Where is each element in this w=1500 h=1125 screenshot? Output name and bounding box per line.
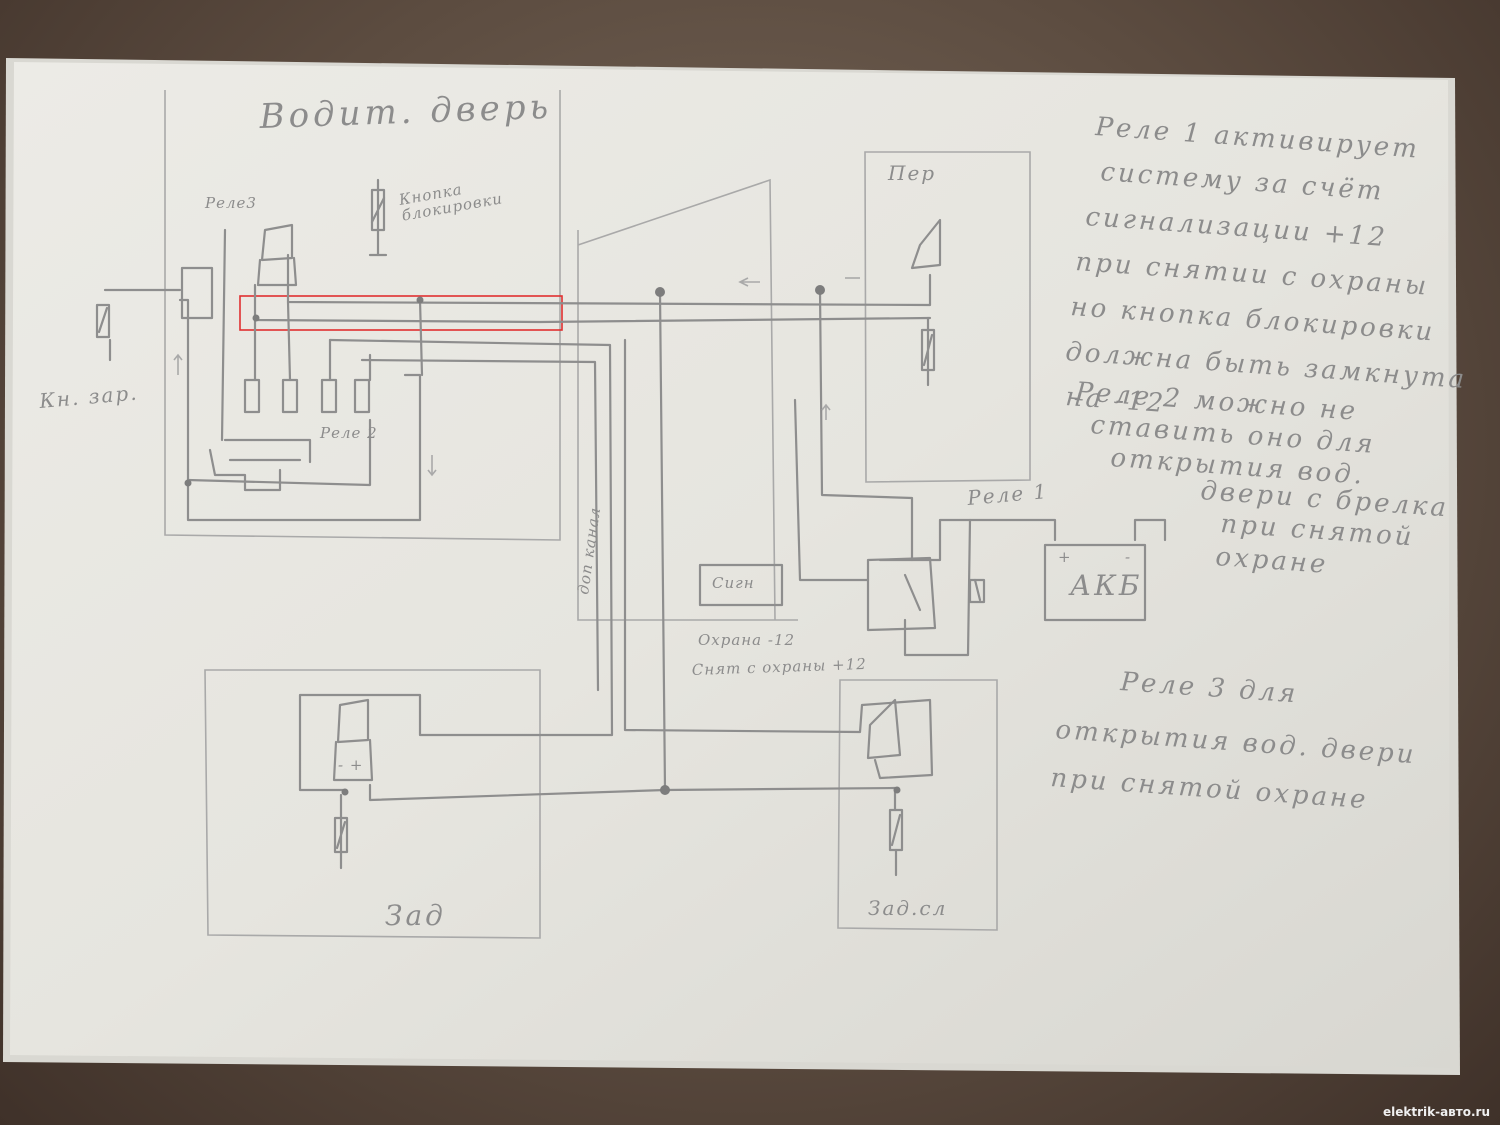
relay2-label: Реле 2 xyxy=(319,424,378,442)
passenger-actuator xyxy=(910,218,942,270)
polarity-label: - + xyxy=(338,756,363,774)
watermark: elektrik-авто.ru xyxy=(1382,1105,1490,1119)
alarm-unit-label: Сигн xyxy=(712,574,755,592)
battery-minus: - xyxy=(1125,548,1131,566)
central-frame xyxy=(577,178,798,621)
driver-door-region xyxy=(164,90,561,541)
battery-label: АКБ xyxy=(1068,569,1142,602)
rear-right-label: Зад.сл xyxy=(868,896,947,920)
switch-symbols xyxy=(95,178,986,877)
driver-actuator xyxy=(256,223,298,287)
rear-right-actuator xyxy=(866,698,902,760)
relay3-label: Реле3 xyxy=(204,194,257,212)
rear-left-label: Зад xyxy=(385,899,446,932)
battery-box xyxy=(1043,543,1147,622)
note1-line: на -12 xyxy=(1065,382,1168,419)
passenger-label: Пер xyxy=(887,161,936,185)
battery-plus: + xyxy=(1058,548,1072,566)
rear-left-door-region xyxy=(204,669,541,939)
alarm-unit-box xyxy=(698,563,784,607)
rear-left-actuator xyxy=(332,698,374,782)
passenger-door-region xyxy=(864,151,1031,483)
highlight-box xyxy=(239,295,563,331)
armed-label: Охрана -12 xyxy=(698,631,795,649)
arrows xyxy=(173,277,860,477)
relay1-box xyxy=(866,556,937,632)
junctions xyxy=(184,285,901,796)
rear-right-door-region xyxy=(837,679,998,931)
